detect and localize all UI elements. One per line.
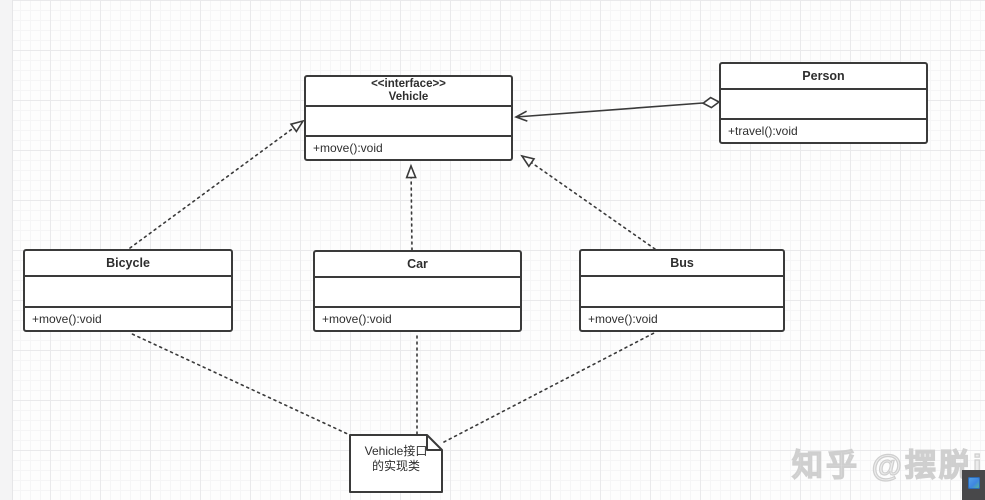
class-header-bicycle: Bicycle xyxy=(25,251,231,277)
aggregation-diamond xyxy=(701,96,721,109)
methods-section-bus: +move():void xyxy=(581,306,783,330)
class-name-car: Car xyxy=(407,257,428,271)
note-link-bus xyxy=(443,332,655,443)
fields-section-bus xyxy=(581,277,783,306)
class-box-bus[interactable]: Bus +move():void xyxy=(579,249,785,332)
methods-section-person: +travel():void xyxy=(721,118,926,142)
fields-section-car xyxy=(315,278,520,306)
association-person-vehicle xyxy=(514,102,704,122)
fields-section-bicycle xyxy=(25,277,231,306)
class-box-vehicle[interactable]: <<interface>> Vehicle +move():void xyxy=(304,75,513,161)
note-fold-corner xyxy=(426,435,442,451)
stereotype-label: <<interface>> xyxy=(371,78,446,90)
method-label: +move():void xyxy=(313,141,383,155)
method-label: +move():void xyxy=(32,312,102,326)
class-box-car[interactable]: Car +move():void xyxy=(313,250,522,332)
methods-section-vehicle: +move():void xyxy=(306,135,511,159)
note-link-bicycle xyxy=(129,332,353,437)
realization-bicycle-vehicle xyxy=(129,119,305,249)
note-text: Vehicle接口 的实现类 xyxy=(350,444,442,474)
class-name-person: Person xyxy=(802,69,845,83)
note-line-1: Vehicle接口 xyxy=(364,444,428,458)
realization-car-vehicle xyxy=(405,163,417,251)
class-header-vehicle: <<interface>> Vehicle xyxy=(306,77,511,107)
methods-section-bicycle: +move():void xyxy=(25,306,231,330)
method-label: +travel():void xyxy=(728,124,798,138)
class-name-bus: Bus xyxy=(670,256,694,270)
class-header-bus: Bus xyxy=(581,251,783,277)
class-name-bicycle: Bicycle xyxy=(106,256,150,270)
realization-bus-vehicle xyxy=(520,154,656,250)
method-label: +move():void xyxy=(322,312,392,326)
fields-section-person xyxy=(721,90,926,118)
note-line-2: 的实现类 xyxy=(371,459,420,473)
zhihu-watermark: 知乎 @摆脱i xyxy=(791,447,985,483)
class-header-person: Person xyxy=(721,64,926,90)
note-shape[interactable] xyxy=(349,434,443,493)
class-box-bicycle[interactable]: Bicycle +move():void xyxy=(23,249,233,332)
canvas-left-margin xyxy=(0,0,13,500)
methods-section-car: +move():void xyxy=(315,306,520,330)
fields-section-vehicle xyxy=(306,107,511,135)
screenshot-tool-icon xyxy=(968,477,980,489)
class-name-vehicle: Vehicle xyxy=(388,91,429,103)
class-box-person[interactable]: Person +travel():void xyxy=(719,62,928,144)
class-header-car: Car xyxy=(315,252,520,278)
method-label: +move():void xyxy=(588,312,658,326)
corner-tool-button[interactable] xyxy=(962,470,985,500)
